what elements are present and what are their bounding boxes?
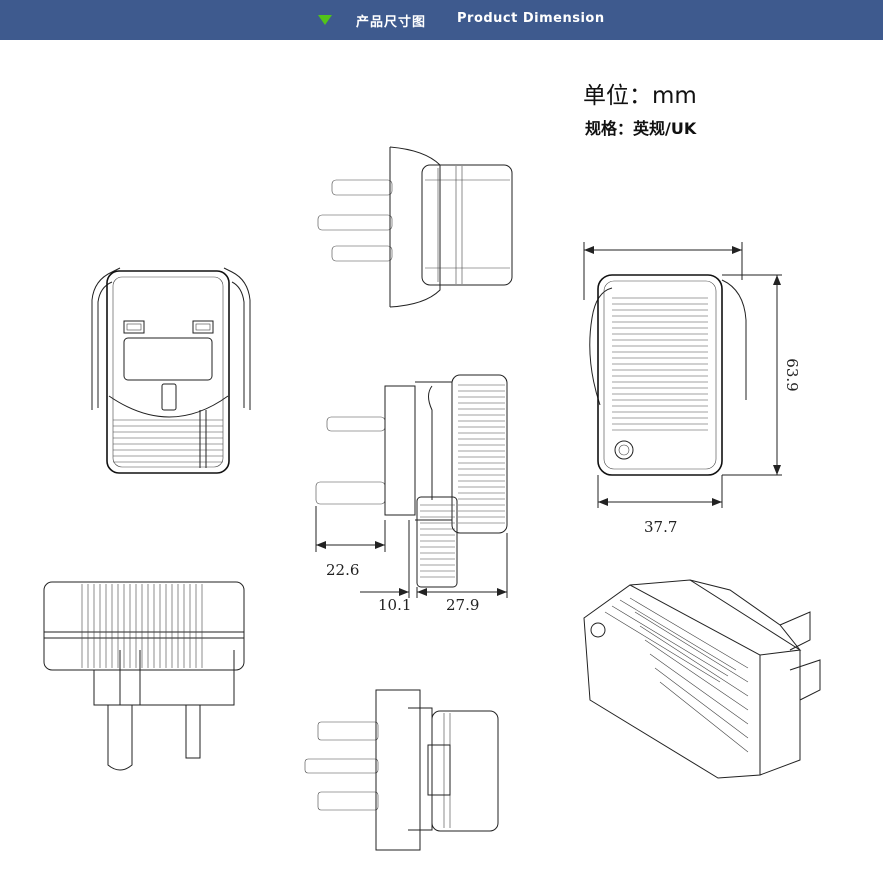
bottom-view-drawing	[43, 581, 245, 771]
unit-label: 单位：mm	[583, 83, 697, 109]
lower-side-view-drawing	[304, 689, 499, 851]
top-view-drawing	[317, 146, 513, 308]
front-view-drawing	[91, 267, 251, 474]
header-title-en: Product Dimension	[457, 11, 605, 26]
dim-height: 63.9	[783, 358, 801, 391]
dim-width: 37.7	[644, 518, 677, 536]
dim-body-depth: 27.9	[446, 596, 479, 614]
side-view-drawing	[315, 374, 508, 598]
back-view-drawing	[583, 242, 782, 508]
header-bar: 产品尺寸图 Product Dimension	[0, 0, 883, 40]
spec-label: 规格：英规/UK	[585, 119, 697, 138]
dim-pin-length: 22.6	[326, 561, 359, 579]
isometric-view-drawing	[583, 579, 821, 779]
green-down-triangle-icon	[318, 15, 332, 25]
header-title-zh: 产品尺寸图	[356, 15, 427, 30]
dim-flange: 10.1	[378, 596, 411, 614]
